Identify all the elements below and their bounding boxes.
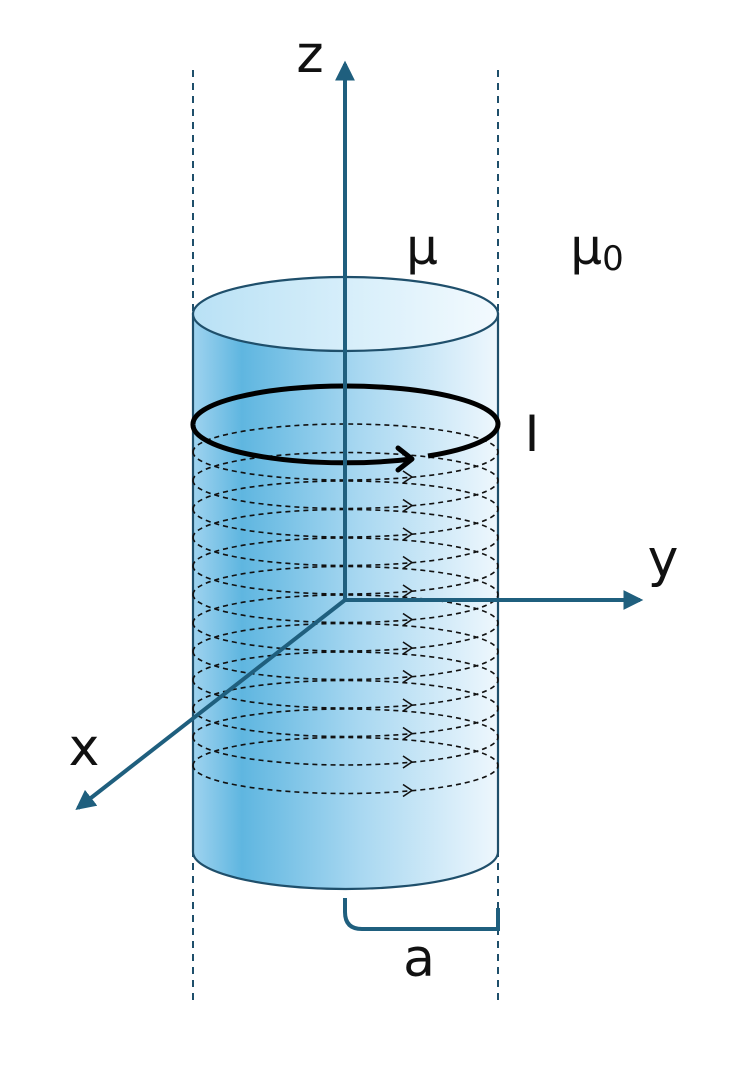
coil-turn-back (192, 594, 499, 624)
current-label: I (525, 405, 540, 463)
coil-arrow-icon (402, 726, 413, 741)
mu-inside-label: μ (406, 218, 438, 276)
current-loop-front-left (190, 423, 413, 466)
coil-turn (192, 508, 499, 570)
coil-arrow-icon (402, 584, 413, 598)
y-axis-label: y (648, 529, 679, 589)
coil-turn-back (192, 537, 499, 567)
coil-turn-front (192, 651, 499, 681)
coil-turn-front (192, 765, 499, 795)
coil-turn-back (192, 565, 499, 595)
coil-arrow-icon (402, 555, 413, 570)
coil-turn-front (192, 537, 499, 567)
coil-turn-back (192, 451, 499, 481)
coil-arrow-icon (402, 498, 413, 513)
coil-turn-back (192, 622, 499, 652)
coil-turn (192, 565, 499, 627)
coil-turn (192, 480, 499, 541)
coil-windings (192, 423, 499, 798)
coil-arrow-icon (402, 470, 413, 484)
radius-bracket (343, 898, 500, 931)
coil-arrow-icon (402, 669, 413, 684)
coil-turn-front (192, 708, 499, 738)
coil-turn-front (192, 565, 499, 595)
coil-turn (192, 736, 499, 798)
coil-arrow-icon (402, 698, 413, 712)
coil-turn-front (192, 679, 499, 709)
mu-outside-symbol: μ (570, 218, 602, 276)
coil-turn-back (192, 708, 499, 738)
coil-turn (192, 451, 499, 513)
coil-arrow-icon (402, 527, 413, 541)
coil-turn-front (192, 736, 499, 766)
coil-turn-front (192, 508, 499, 538)
coil-turn (192, 423, 499, 484)
current-arrow-icon (395, 445, 415, 473)
coil-turn (192, 594, 499, 655)
coil-turn-front (192, 594, 499, 624)
x-axis (75, 598, 347, 811)
z-axis-label: z (296, 25, 323, 85)
coil-turn-back (192, 480, 499, 510)
coil-turn-back (192, 423, 499, 453)
coil-turn-front (192, 622, 499, 652)
coil-turn-back (192, 651, 499, 681)
coil-arrow-icon (402, 755, 413, 769)
x-axis-label: x (69, 718, 100, 778)
mu-outside-label: μ0 (570, 218, 623, 279)
coil-arrow-icon (402, 641, 413, 655)
coil-turn (192, 651, 499, 712)
coil-turn (192, 708, 499, 769)
coil-turn (192, 679, 499, 741)
coil-turn-back (192, 508, 499, 538)
coil-arrow-icon (402, 612, 413, 627)
coil-turn (192, 537, 499, 598)
mu-outside-subscript: 0 (602, 239, 624, 279)
coil-turn (192, 622, 499, 684)
coil-turn-front (192, 451, 499, 481)
coil-turn-back (192, 736, 499, 766)
current-loop-front-right (427, 423, 501, 459)
radius-label: a (403, 929, 435, 989)
coil-arrow-icon (402, 783, 413, 798)
coil-turn-back (192, 679, 499, 709)
coil-turn-front (192, 480, 499, 510)
